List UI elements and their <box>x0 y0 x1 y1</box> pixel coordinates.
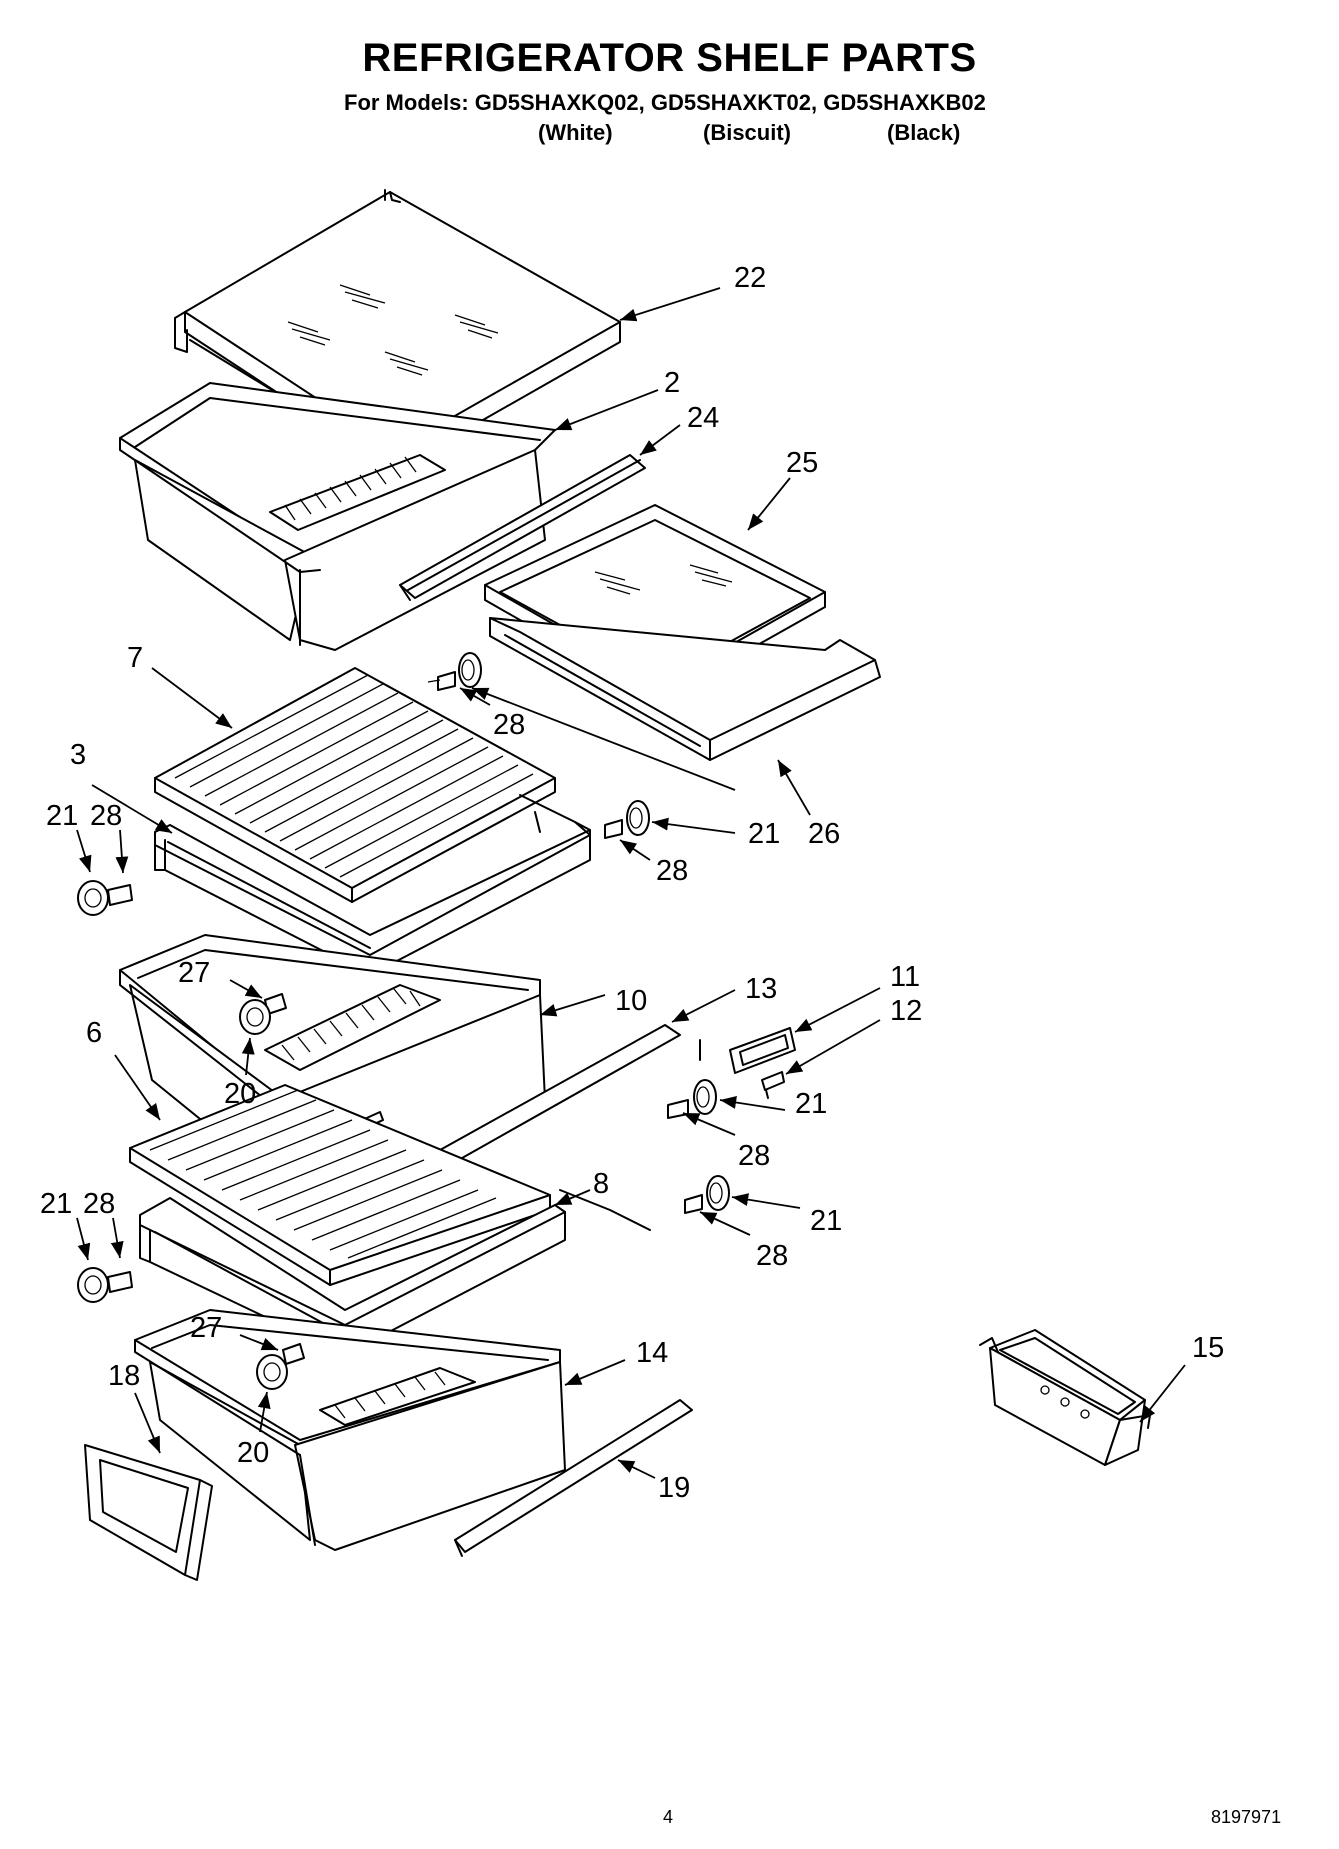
part-12-humidity-clip <box>761 1071 785 1099</box>
callout-20-lower: 20 <box>237 1437 269 1469</box>
callout-24: 24 <box>687 402 719 434</box>
stop-27-lower <box>282 1343 305 1365</box>
callout-15: 15 <box>1192 1332 1224 1364</box>
page-number: 4 <box>663 1807 674 1827</box>
callout-18: 18 <box>108 1360 140 1392</box>
screw-28-mid-left <box>107 884 133 906</box>
part-18-drawer-bezel <box>84 1444 213 1581</box>
callout-28-right-a: 28 <box>738 1140 770 1172</box>
callout-28-low-left: 28 <box>83 1188 115 1220</box>
callout-27-middle: 27 <box>178 957 210 989</box>
callout-21-right-a: 21 <box>795 1088 827 1120</box>
screw-28-upper <box>427 671 456 691</box>
callout-3: 3 <box>70 739 86 771</box>
roller-21-mid-left <box>77 880 109 916</box>
callout-21-right-b: 21 <box>810 1205 842 1237</box>
callout-19: 19 <box>658 1472 690 1504</box>
callout-11: 11 <box>890 961 920 993</box>
part-15-utility-bin <box>979 1329 1151 1466</box>
roller-21-right-b <box>706 1175 730 1211</box>
callout-14: 14 <box>636 1337 668 1369</box>
callout-25: 25 <box>786 447 818 479</box>
part-14-lower-crisper-pan <box>134 1309 566 1551</box>
part-19-lower-drawer-trim <box>454 1399 693 1557</box>
callout-28-mid-left: 28 <box>90 800 122 832</box>
callout-27-lower: 27 <box>190 1312 222 1344</box>
page-title: REFRIGERATOR SHELF PARTS <box>362 36 977 80</box>
roller-21-right-a <box>693 1079 717 1115</box>
roller-21-low-left <box>77 1267 109 1303</box>
callout-22: 22 <box>734 262 766 294</box>
roller-21-mid-right <box>626 800 650 836</box>
callout-10: 10 <box>615 985 647 1017</box>
roller-20-middle <box>239 999 271 1035</box>
screw-28-low-left <box>107 1271 133 1293</box>
callout-6: 6 <box>86 1017 102 1049</box>
callout-13: 13 <box>745 973 777 1005</box>
part-6-lower-ribbed-shelf <box>129 1084 551 1286</box>
callout-28-right-b: 28 <box>756 1240 788 1272</box>
part-26-meat-pan-frame <box>489 617 881 761</box>
variant-black: (Black) <box>887 120 961 145</box>
part-2-upper-crisper-pan <box>119 382 556 651</box>
part-11-humidity-slide <box>729 1027 796 1074</box>
callout-21-mid-left: 21 <box>46 800 78 832</box>
screw-28-right-a <box>667 1099 689 1119</box>
models-line: For Models: GD5SHAXKQ02, GD5SHAXKT02, GD… <box>344 90 986 115</box>
roller-20-lower <box>256 1354 288 1390</box>
callout-28-mid-right: 28 <box>656 855 688 887</box>
callout-2: 2 <box>664 367 680 399</box>
variant-white: (White) <box>538 120 613 145</box>
doc-number: 8197971 <box>1211 1807 1282 1827</box>
callout-labels: 22 2 24 25 7 28 3 21 28 21 26 28 27 10 1… <box>40 262 1224 1504</box>
callout-12: 12 <box>890 995 922 1027</box>
variant-biscuit: (Biscuit) <box>703 120 791 145</box>
callout-8: 8 <box>593 1168 609 1200</box>
leader-lines <box>76 287 1186 1479</box>
part-8-lower-shelf-frame <box>139 1197 566 1373</box>
callout-7: 7 <box>127 642 143 674</box>
screw-28-right-b <box>684 1194 703 1214</box>
part-7-middle-ribbed-shelf <box>154 667 556 903</box>
callout-26: 26 <box>808 818 840 850</box>
callout-20-middle: 20 <box>224 1078 256 1110</box>
callout-21-low-left: 21 <box>40 1188 72 1220</box>
callout-28-upper: 28 <box>493 709 525 741</box>
part-24-upper-drawer-trim <box>399 454 646 601</box>
roller-21-upper <box>458 652 482 688</box>
callout-21-mid-right: 21 <box>748 818 780 850</box>
screw-28-mid-right <box>604 819 623 839</box>
